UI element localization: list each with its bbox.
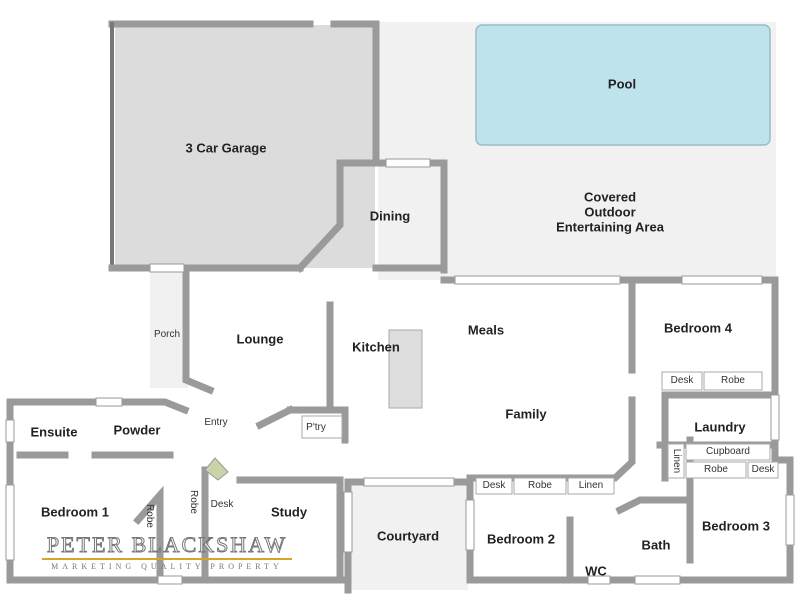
room-label-laundry: Laundry: [694, 419, 746, 435]
window: [343, 491, 353, 553]
fixture-box: [301, 415, 343, 439]
window: [5, 484, 15, 561]
fixture-box: [685, 443, 771, 461]
fixture-desk: Desk: [210, 499, 234, 510]
fixture-box: [567, 477, 615, 495]
window: [149, 263, 185, 273]
pool-shape: [475, 24, 771, 146]
window: [634, 575, 681, 585]
fixture-desk: Desk: [482, 480, 506, 491]
room-label-bedroom-2: Bedroom 2: [487, 531, 555, 547]
room-label-bedroom-1: Bedroom 1: [41, 504, 109, 520]
outdoor-line-3: Entertaining Area: [556, 219, 664, 235]
room-label-courtyard: Courtyard: [376, 528, 440, 544]
fixture-box: [513, 477, 567, 495]
fixture-robe: Robe: [188, 490, 199, 514]
room-label-bedroom-4: Bedroom 4: [664, 320, 732, 336]
fixture-box: [667, 443, 685, 479]
room-label-ensuite: Ensuite: [30, 424, 78, 440]
room-label-outdoor: Covered Outdoor Entertaining Area: [556, 190, 664, 235]
fixture-linen: Linen: [671, 448, 682, 474]
kitchen-island: [388, 329, 423, 409]
window: [95, 397, 123, 407]
fixture-linen: Linen: [578, 480, 604, 491]
window: [465, 499, 475, 551]
fixture-box: [475, 477, 513, 495]
fixture-desk: Desk: [751, 464, 775, 475]
room-label-family: Family: [505, 406, 547, 422]
porch-fill: [150, 270, 188, 388]
room-label-pantry: P'try: [306, 422, 326, 433]
room-label-bath: Bath: [641, 537, 671, 553]
watermark-logo: PETER BLACKSHAW MARKETING QUALITY PROPER…: [42, 532, 292, 572]
room-label-pool: Pool: [607, 76, 637, 92]
watermark-tagline: MARKETING QUALITY PROPERTY: [51, 562, 283, 571]
fixture-robe: Robe: [704, 464, 728, 475]
corner-planter: [204, 457, 229, 481]
outdoor-line-2: Outdoor: [584, 204, 636, 220]
watermark-divider: [42, 558, 292, 560]
fixture-robe: Robe: [721, 375, 745, 386]
room-label-porch: Porch: [153, 329, 181, 340]
window: [785, 494, 795, 546]
fixture-box: [747, 461, 779, 479]
window: [385, 158, 431, 168]
window: [5, 419, 15, 443]
room-label-bedroom-3: Bedroom 3: [702, 518, 770, 534]
garage-floor: [115, 25, 375, 268]
room-label-wc: WC: [585, 563, 607, 579]
window: [454, 275, 621, 285]
room-label-dining: Dining: [369, 208, 411, 224]
room-label-lounge: Lounge: [236, 331, 284, 347]
window: [770, 394, 780, 441]
fixture-box: [661, 371, 703, 391]
outdoor-line-1: Covered: [583, 189, 637, 205]
window: [587, 575, 611, 585]
room-label-powder: Powder: [113, 422, 161, 438]
watermark-name: PETER BLACKSHAW: [46, 532, 288, 557]
window: [157, 575, 183, 585]
fixture-robe: Robe: [528, 480, 552, 491]
window: [363, 477, 455, 487]
fixture-desk: Desk: [670, 375, 694, 386]
fixture-robe: Robe: [144, 504, 155, 528]
window: [681, 275, 763, 285]
fixture-cupboard: Cupboard: [706, 446, 750, 457]
room-label-meals: Meals: [467, 322, 505, 338]
room-label-study: Study: [270, 504, 308, 520]
courtyard-fill: [348, 482, 468, 590]
fixture-box: [703, 371, 763, 391]
fixture-box: [685, 461, 747, 479]
room-label-entry: Entry: [204, 417, 228, 428]
room-label-garage: 3 Car Garage: [185, 140, 267, 156]
room-label-kitchen: Kitchen: [352, 339, 400, 355]
